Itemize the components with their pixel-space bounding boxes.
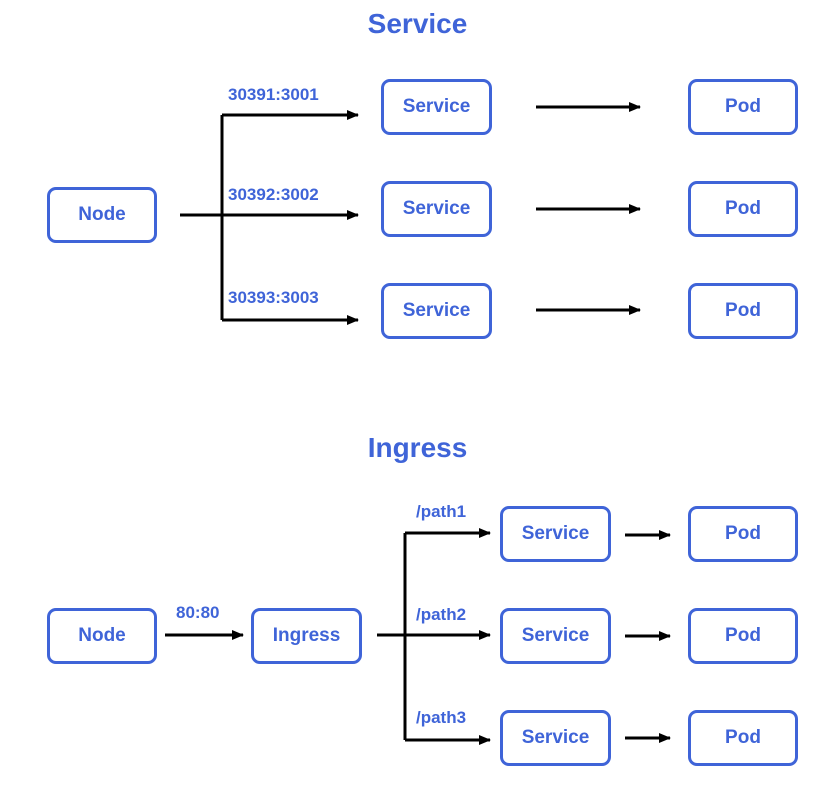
path-label-3: /path3 xyxy=(416,708,467,727)
ingress-pod-box-3: Pod xyxy=(688,710,798,766)
service-section-title: Service xyxy=(367,8,468,39)
path-label-2: /path2 xyxy=(416,605,467,624)
ingress-service-box-3: Service xyxy=(500,710,611,766)
port-label-30391: 30391:3001 xyxy=(228,85,319,104)
pod-box-1: Pod xyxy=(688,79,798,135)
service-node-box: Node xyxy=(47,187,157,243)
ingress-service-box-2: Service xyxy=(500,608,611,664)
path-label-1: /path1 xyxy=(416,502,467,521)
port-label-30392: 30392:3002 xyxy=(228,185,319,204)
ingress-node-box: Node xyxy=(47,608,157,664)
ingress-box: Ingress xyxy=(251,608,362,664)
ingress-pod-box-1: Pod xyxy=(688,506,798,562)
service-box-3: Service xyxy=(381,283,492,339)
port-label-30393: 30393:3003 xyxy=(228,288,319,307)
ingress-section-title: Ingress xyxy=(367,432,468,463)
ingress-service-box-1: Service xyxy=(500,506,611,562)
service-box-1: Service xyxy=(381,79,492,135)
pod-box-3: Pod xyxy=(688,283,798,339)
port-label-80: 80:80 xyxy=(176,603,220,622)
pod-box-2: Pod xyxy=(688,181,798,237)
ingress-pod-box-2: Pod xyxy=(688,608,798,664)
service-box-2: Service xyxy=(381,181,492,237)
